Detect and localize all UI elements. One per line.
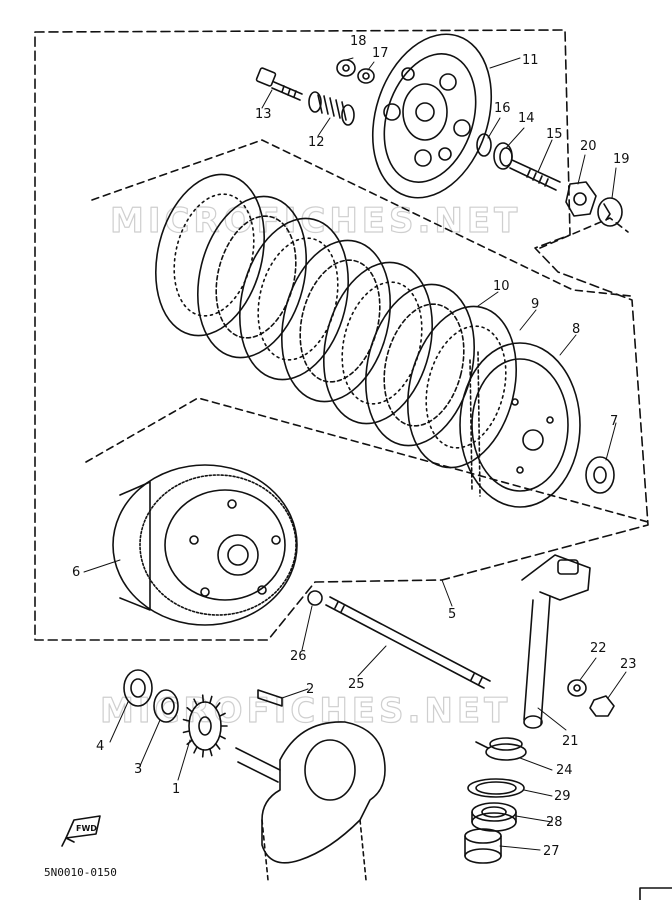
clutch-plate-inner xyxy=(425,325,507,449)
o-ring xyxy=(476,133,492,157)
callout-19: 19 xyxy=(613,152,630,167)
callout-24: 24 xyxy=(556,763,573,778)
clutch-plate xyxy=(406,305,518,469)
clutch-boss xyxy=(459,342,581,508)
forward-marker: FWD xyxy=(61,815,101,847)
clutch-housing xyxy=(112,464,298,626)
callout-9: 9 xyxy=(531,297,539,312)
crank-washer xyxy=(153,689,179,723)
clutch-plate xyxy=(238,217,350,381)
clutch-plate xyxy=(364,283,476,447)
assembly-boundary-outer xyxy=(34,29,649,641)
return-spring xyxy=(475,737,527,761)
clutch-pack-boundary xyxy=(91,139,632,297)
clutch-plate-inner xyxy=(299,259,381,383)
forward-marker-text: FWD xyxy=(76,824,97,833)
bolt xyxy=(255,67,303,101)
callout-13: 13 xyxy=(255,107,272,122)
bush xyxy=(464,828,502,864)
callout-15: 15 xyxy=(546,127,563,142)
callout-18: 18 xyxy=(350,34,367,49)
callout-22: 22 xyxy=(590,641,607,656)
callout-14: 14 xyxy=(518,111,535,126)
plain-washer xyxy=(567,679,587,697)
watermark-bottom: MICROFICHES.NET xyxy=(100,691,511,731)
clutch-plate xyxy=(154,173,266,337)
clutch-plate-inner xyxy=(257,237,339,361)
callout-16: 16 xyxy=(494,101,511,116)
callout-1: 1 xyxy=(172,782,180,797)
callout-8: 8 xyxy=(572,322,580,337)
friction-plates xyxy=(154,173,518,469)
nut xyxy=(336,59,356,77)
callout-20: 20 xyxy=(580,139,597,154)
callout-21: 21 xyxy=(562,734,579,749)
claw-washer xyxy=(585,456,615,494)
leader-lines xyxy=(83,57,627,851)
watermark-top: MICROFICHES.NET xyxy=(110,201,521,241)
circlip xyxy=(467,778,525,798)
reference-code: 5N0010-0150 xyxy=(44,866,117,879)
lock-nut xyxy=(565,181,597,217)
gear-bore xyxy=(198,716,212,736)
callout-28: 28 xyxy=(546,815,563,830)
boundary-right-notch xyxy=(539,217,629,249)
push-rod xyxy=(509,159,561,191)
crankshaft xyxy=(235,721,386,881)
callout-29: 29 xyxy=(554,789,571,804)
callout-7: 7 xyxy=(610,414,618,429)
callout-11: 11 xyxy=(522,53,539,68)
long-push-rod xyxy=(325,596,491,689)
push-lever-shaft xyxy=(521,554,591,729)
callout-23: 23 xyxy=(620,657,637,672)
callout-10: 10 xyxy=(493,279,510,294)
pressure-plate xyxy=(371,33,493,199)
straight-key xyxy=(257,689,283,707)
callout-6: 6 xyxy=(72,565,80,580)
clutch-spring xyxy=(308,91,355,126)
crank-nut xyxy=(123,669,153,707)
callout-27: 27 xyxy=(543,844,560,859)
steel-ball xyxy=(307,590,323,606)
bearing xyxy=(471,802,517,832)
washer xyxy=(357,68,375,84)
callout-3: 3 xyxy=(134,762,142,777)
corner-mark xyxy=(639,887,672,900)
clutch-pack-boundary-lower xyxy=(85,397,649,523)
callout-12: 12 xyxy=(308,135,325,150)
callout-26: 26 xyxy=(290,649,307,664)
clutch-plate xyxy=(280,239,392,403)
hex-bolt xyxy=(589,695,615,717)
clutch-plate xyxy=(196,195,308,359)
callout-4: 4 xyxy=(96,739,104,754)
callout-25: 25 xyxy=(348,677,365,692)
push-washer xyxy=(493,142,513,170)
lock-washer xyxy=(597,197,623,227)
clutch-plate-inner xyxy=(341,281,423,405)
clutch-plate xyxy=(322,261,434,425)
callout-5: 5 xyxy=(448,607,456,622)
callout-2: 2 xyxy=(306,682,314,697)
callout-17: 17 xyxy=(372,46,389,61)
